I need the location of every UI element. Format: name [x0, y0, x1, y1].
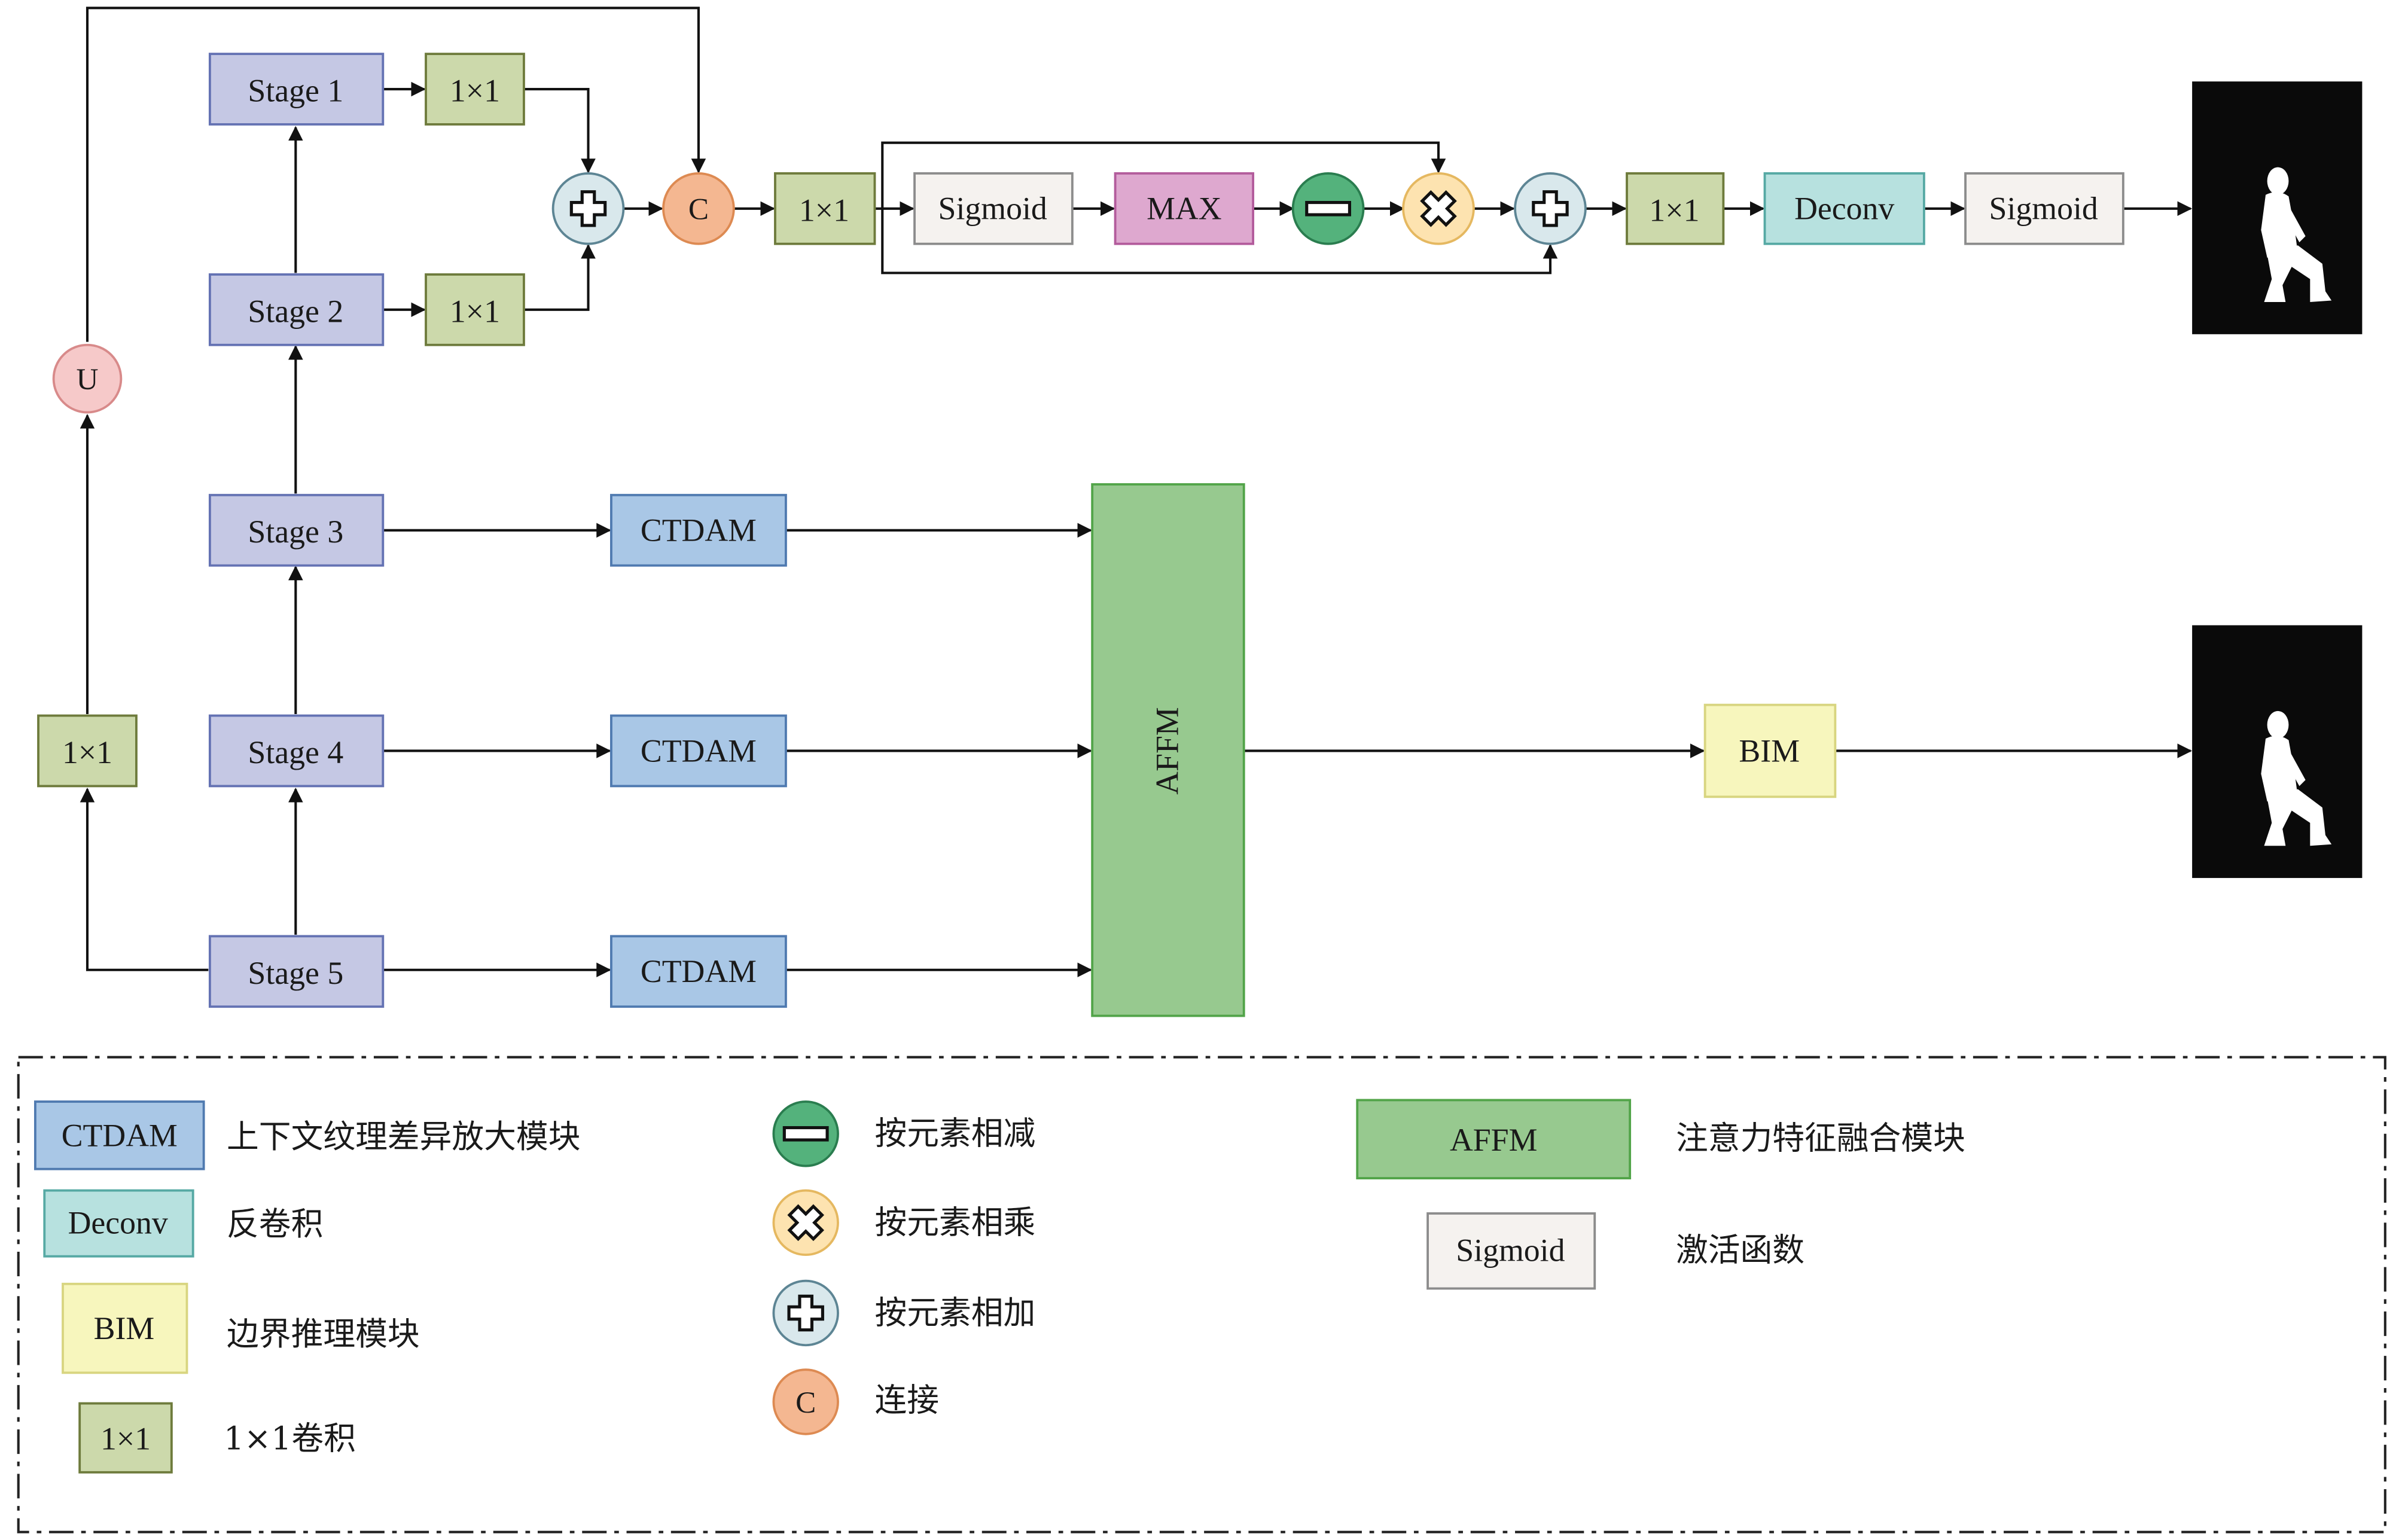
conv1x1-block-left: 1×1	[37, 714, 138, 788]
concat-label: C	[688, 193, 709, 227]
legend-sigmoid-desc: 激活函数	[1676, 1231, 1804, 1268]
max-label: MAX	[1147, 191, 1221, 227]
stage-5-block: Stage 5	[208, 935, 385, 1008]
deconv-block: Deconv	[1763, 172, 1925, 245]
max-block: MAX	[1114, 172, 1255, 245]
legend-item-deconv: Deconv 反卷积	[43, 1189, 323, 1258]
legend-affm-tag: AFFM	[1450, 1122, 1537, 1158]
output-mask-top	[2192, 81, 2363, 334]
output-mask-bottom	[2192, 625, 2363, 879]
deconv-label: Deconv	[1794, 191, 1894, 227]
connector-lines	[80, 7, 2193, 978]
legend-item-conv: 1×1 1×1卷积	[78, 1402, 356, 1474]
subtract-icon	[784, 1128, 827, 1140]
subtract-icon	[1307, 203, 1350, 215]
legend-conv-desc: 1×1卷积	[224, 1419, 356, 1457]
stage-3-label: Stage 3	[248, 514, 343, 550]
ctdam-label: CTDAM	[641, 953, 757, 989]
legend-item-subtract: 按元素相减	[772, 1100, 1035, 1167]
legend-item-affm: AFFM 注意力特征融合模块	[1356, 1099, 1965, 1179]
bim-block: BIM	[1703, 703, 1837, 798]
legend: CTDAM 上下文纹理差异放大模块 Deconv 反卷积 BIM 边界推理模块 …	[17, 1056, 2386, 1533]
conv1x1-block-after-concat: 1×1	[774, 172, 876, 245]
legend-ctdam-desc: 上下文纹理差异放大模块	[227, 1118, 580, 1155]
conv1x1-block-before-deconv: 1×1	[1626, 172, 1725, 245]
stage-1-label: Stage 1	[248, 73, 343, 109]
conv1x1-label: 1×1	[1649, 192, 1699, 228]
conv1x1-block-stage1: 1×1	[425, 53, 525, 126]
legend-item-ctdam: CTDAM 上下文纹理差异放大模块	[33, 1100, 580, 1170]
add-node-top	[551, 172, 625, 245]
legend-subtract-desc: 按元素相减	[874, 1115, 1035, 1152]
stage-1-block: Stage 1	[208, 53, 385, 126]
affm-block: AFFM	[1091, 483, 1245, 1017]
legend-item-add: 按元素相加	[772, 1279, 1035, 1347]
stage-5-label: Stage 5	[248, 955, 343, 991]
legend-concat-desc: 连接	[874, 1381, 939, 1419]
ctdam-block-stage3: CTDAM	[610, 493, 787, 567]
sigmoid-block-out: Sigmoid	[1964, 172, 2124, 245]
person-silhouette-icon	[2261, 167, 2332, 303]
legend-bim-desc: 边界推理模块	[227, 1315, 420, 1353]
ctdam-label: CTDAM	[641, 733, 757, 769]
add-node-attn	[1514, 172, 1587, 245]
upsample-label: U	[76, 362, 98, 397]
sigmoid-label: Sigmoid	[1989, 191, 2098, 227]
conv1x1-label: 1×1	[450, 73, 500, 109]
sigmoid-label: Sigmoid	[938, 191, 1047, 227]
legend-deconv-desc: 反卷积	[227, 1205, 323, 1243]
legend-item-multiply: 按元素相乘	[772, 1189, 1035, 1257]
concat-node: C	[662, 172, 735, 245]
stage-2-label: Stage 2	[248, 293, 343, 329]
conv1x1-label: 1×1	[62, 734, 112, 770]
subtract-node	[1291, 172, 1365, 245]
legend-item-concat: C 连接	[772, 1368, 939, 1435]
stage-3-block: Stage 3	[208, 493, 385, 567]
bim-label: BIM	[1739, 733, 1800, 769]
legend-sigmoid-tag: Sigmoid	[1456, 1232, 1565, 1268]
affm-label: AFFM	[1150, 707, 1185, 794]
stage-2-block: Stage 2	[208, 273, 385, 346]
legend-item-sigmoid: Sigmoid 激活函数	[1426, 1212, 1804, 1290]
legend-ctdam-tag: CTDAM	[62, 1117, 178, 1153]
legend-item-bim: BIM 边界推理模块	[62, 1282, 420, 1374]
legend-bim-tag: BIM	[94, 1310, 155, 1346]
legend-deconv-tag: Deconv	[68, 1204, 168, 1240]
conv1x1-block-stage2: 1×1	[425, 273, 525, 346]
legend-conv-tag: 1×1	[100, 1420, 151, 1456]
ctdam-block-stage5: CTDAM	[610, 935, 787, 1008]
upsample-node: U	[52, 343, 123, 414]
legend-multiply-desc: 按元素相乘	[874, 1203, 1035, 1241]
legend-concat-tag: C	[795, 1386, 816, 1420]
sigmoid-block-attn: Sigmoid	[913, 172, 1074, 245]
legend-add-desc: 按元素相加	[874, 1294, 1035, 1331]
stage-4-label: Stage 4	[248, 734, 343, 770]
conv1x1-label: 1×1	[450, 293, 500, 329]
person-silhouette-icon	[2261, 710, 2332, 846]
conv1x1-label: 1×1	[799, 192, 849, 228]
ctdam-label: CTDAM	[641, 513, 757, 548]
legend-affm-desc: 注意力特征融合模块	[1676, 1119, 1965, 1157]
ctdam-block-stage4: CTDAM	[610, 714, 787, 788]
multiply-node	[1402, 172, 1475, 245]
stage-4-block: Stage 4	[208, 714, 385, 788]
